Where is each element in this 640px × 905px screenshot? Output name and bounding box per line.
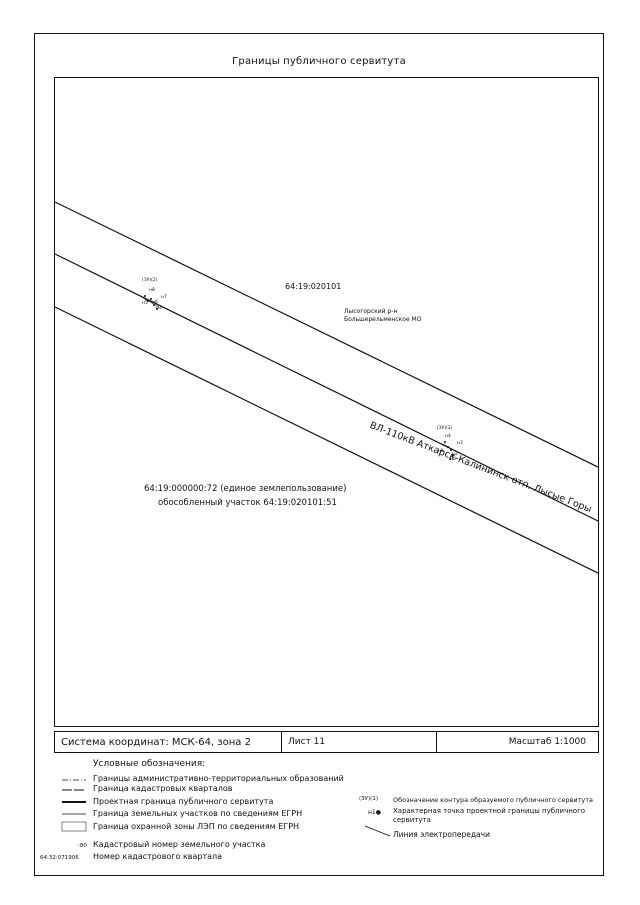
legend-item-parcel-border: Граница земельных участков по сведениям …	[93, 809, 303, 818]
legend-item-servitude-border: Проектная граница публичного сервитута	[93, 797, 274, 806]
point-label: н5	[142, 301, 148, 306]
legend-code-contour: (ЗУ)(1)	[359, 796, 378, 802]
contour-points-right	[442, 441, 458, 460]
legend-code-parcel: :80	[78, 843, 87, 849]
point-label: н3	[457, 441, 463, 446]
legend-item-contour: Обозначение контура образуемого публично…	[393, 796, 594, 804]
point-label: н5	[450, 457, 456, 462]
parcel-sublabel: обособленный участок 64:19:020101:51	[158, 498, 337, 508]
district-label: Лысогорский р-н	[344, 308, 398, 315]
drawing-sheet-frame	[34, 33, 604, 876]
legend-code-point: н1●	[368, 809, 381, 816]
point-label: н1	[438, 449, 444, 454]
legend-heading: Условные обозначения:	[93, 759, 206, 769]
quarter-number-label: 64:19:020101	[285, 282, 342, 291]
point-label: н6	[152, 300, 158, 305]
legend-item-power-line: Линия электропередачи	[393, 830, 490, 839]
legend-code-quarter: 64:32:071906	[40, 855, 79, 861]
title-block-row: Система координат: МСК-64, зона 2 Лист 1…	[54, 731, 599, 753]
contour-code-right: (ЗУ)(2)	[437, 426, 453, 431]
contour-code-left: (ЗУ)(2)	[142, 278, 158, 283]
point-label: н4	[445, 434, 451, 439]
municipality-label: Большерельменское МО	[344, 316, 422, 323]
map-drawing	[55, 201, 598, 574]
legend-item-quarter-number: Номер кадастрового квартала	[93, 852, 223, 861]
map-frame	[54, 77, 599, 727]
contour-points-left	[142, 295, 160, 310]
servitude-boundary-lower	[55, 306, 598, 574]
legend-item-quarter-border: Граница кадастровых кварталов	[93, 784, 233, 793]
legend-item-parcel-number: Кадастровый номер земельного участка	[93, 840, 266, 849]
servitude-boundary-upper	[55, 201, 598, 468]
power-line-axis	[55, 253, 598, 522]
legend-item-admin-border: Границы административно-территориальных …	[93, 774, 344, 783]
point-label: н2	[452, 452, 458, 457]
legend-item-point: Характерная точка проектной границы публ…	[393, 807, 586, 824]
point-label: н8	[149, 288, 155, 293]
point-label: н4	[156, 306, 162, 311]
map-scale: Масштаб 1:1000	[508, 737, 586, 747]
sheet-number: Лист 11	[281, 732, 437, 752]
parcel-label: 64:19:000000:72 (единое землепользование…	[144, 484, 347, 494]
point-label: н7	[161, 295, 167, 300]
coordinate-system: Система координат: МСК-64, зона 2	[61, 736, 251, 748]
legend-item-protection-zone: Граница охранной зоны ЛЭП по сведениям Е…	[93, 822, 300, 831]
page-title: Границы публичного сервитута	[232, 56, 406, 67]
